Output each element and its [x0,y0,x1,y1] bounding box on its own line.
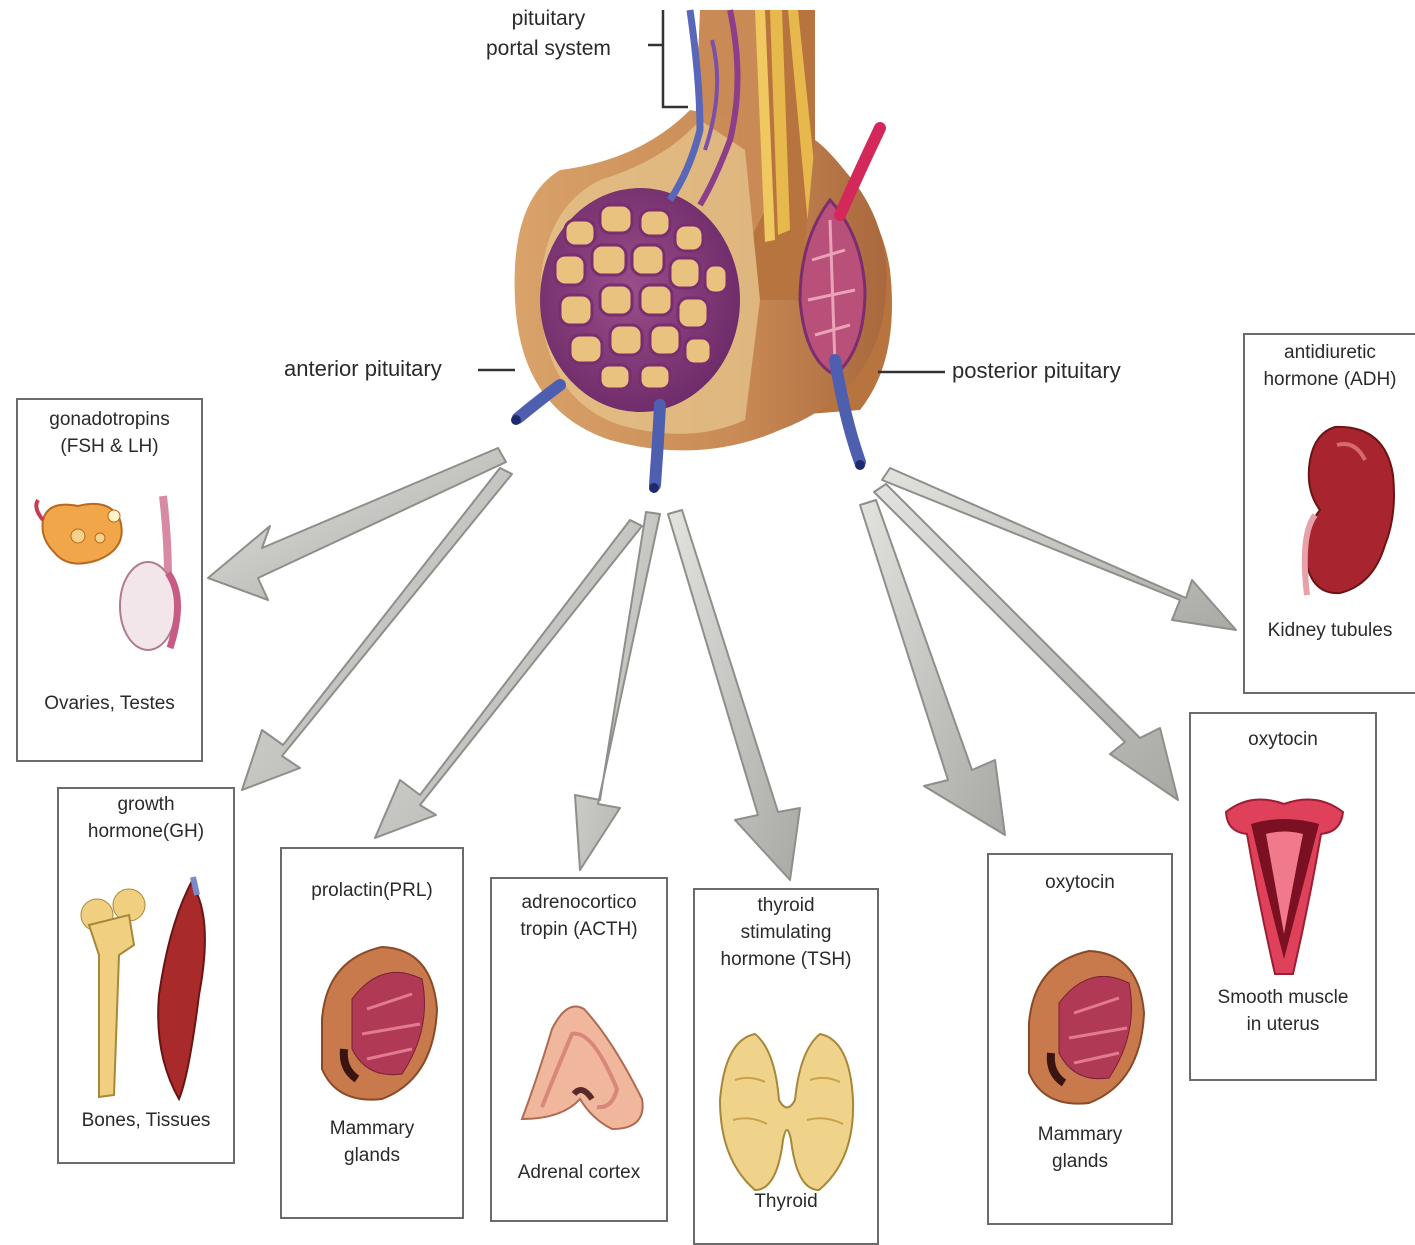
mammary-gland-icon [989,943,1173,1133]
adh-target-label: Kidney tubules [1245,617,1415,644]
prolactin-box: prolactin(PRL) Mammary glands [280,847,464,1219]
oxytocin-mammary-box: oxytocin Mammary glands [987,853,1173,1225]
vein-end-left [511,415,521,425]
gonadotropins-box: gonadotropins (FSH & LH) Ovaries, Testes [16,398,203,762]
adrenal-gland-icon [492,989,668,1149]
oxytocin-uterus-hormone-label: oxytocin [1191,726,1375,753]
tsh-hormone-label: thyroid stimulating hormone (TSH) [695,892,877,973]
portal-system-label: pituitary portal system [486,4,611,64]
acth-target-label: Adrenal cortex [492,1159,666,1186]
vein-end-middle [649,483,659,493]
tsh-box: thyroid stimulating hormone (TSH) Thyroi… [693,888,879,1245]
posterior-pituitary-label: posterior pituitary [952,358,1121,384]
adh-hormone-label: antidiuretic hormone (ADH) [1245,339,1415,393]
acth-hormone-label: adrenocortico tropin (ACTH) [492,889,666,943]
kidney-icon [1245,405,1415,605]
anterior-pituitary-label: anterior pituitary [284,356,442,382]
prolactin-hormone-label: prolactin(PRL) [282,877,462,904]
acth-box: adrenocortico tropin (ACTH) Adrenal cort… [490,877,668,1222]
oxytocin-uterus-box: oxytocin Smooth muscle in uterus [1189,712,1377,1081]
thyroid-icon [695,1020,879,1200]
adh-box: antidiuretic hormone (ADH) Kidney tubule… [1243,333,1415,694]
uterus-icon [1191,784,1377,984]
growth-hormone-label: growth hormone(GH) [59,791,233,845]
tsh-target-label: Thyroid [695,1188,877,1215]
oxytocin-mammary-hormone-label: oxytocin [989,869,1171,896]
arrow-to-tsh [668,510,800,880]
arrow-to-acth [575,512,660,870]
gonadotropins-hormone-label: gonadotropins (FSH & LH) [18,406,201,460]
oxytocin-mammary-target-label: Mammary glands [989,1121,1171,1175]
gonadotropins-target-label: Ovaries, Testes [18,690,201,717]
prolactin-target-label: Mammary glands [282,1115,462,1169]
growth-target-label: Bones, Tissues [59,1107,233,1134]
growth-hormone-box: growth hormone(GH) Bones, Tissues [57,787,235,1164]
ovary-testis-icon [18,478,203,678]
mammary-gland-icon [282,939,464,1129]
oxytocin-uterus-target-label: Smooth muscle in uterus [1191,984,1375,1038]
bone-muscle-icon [59,875,235,1115]
